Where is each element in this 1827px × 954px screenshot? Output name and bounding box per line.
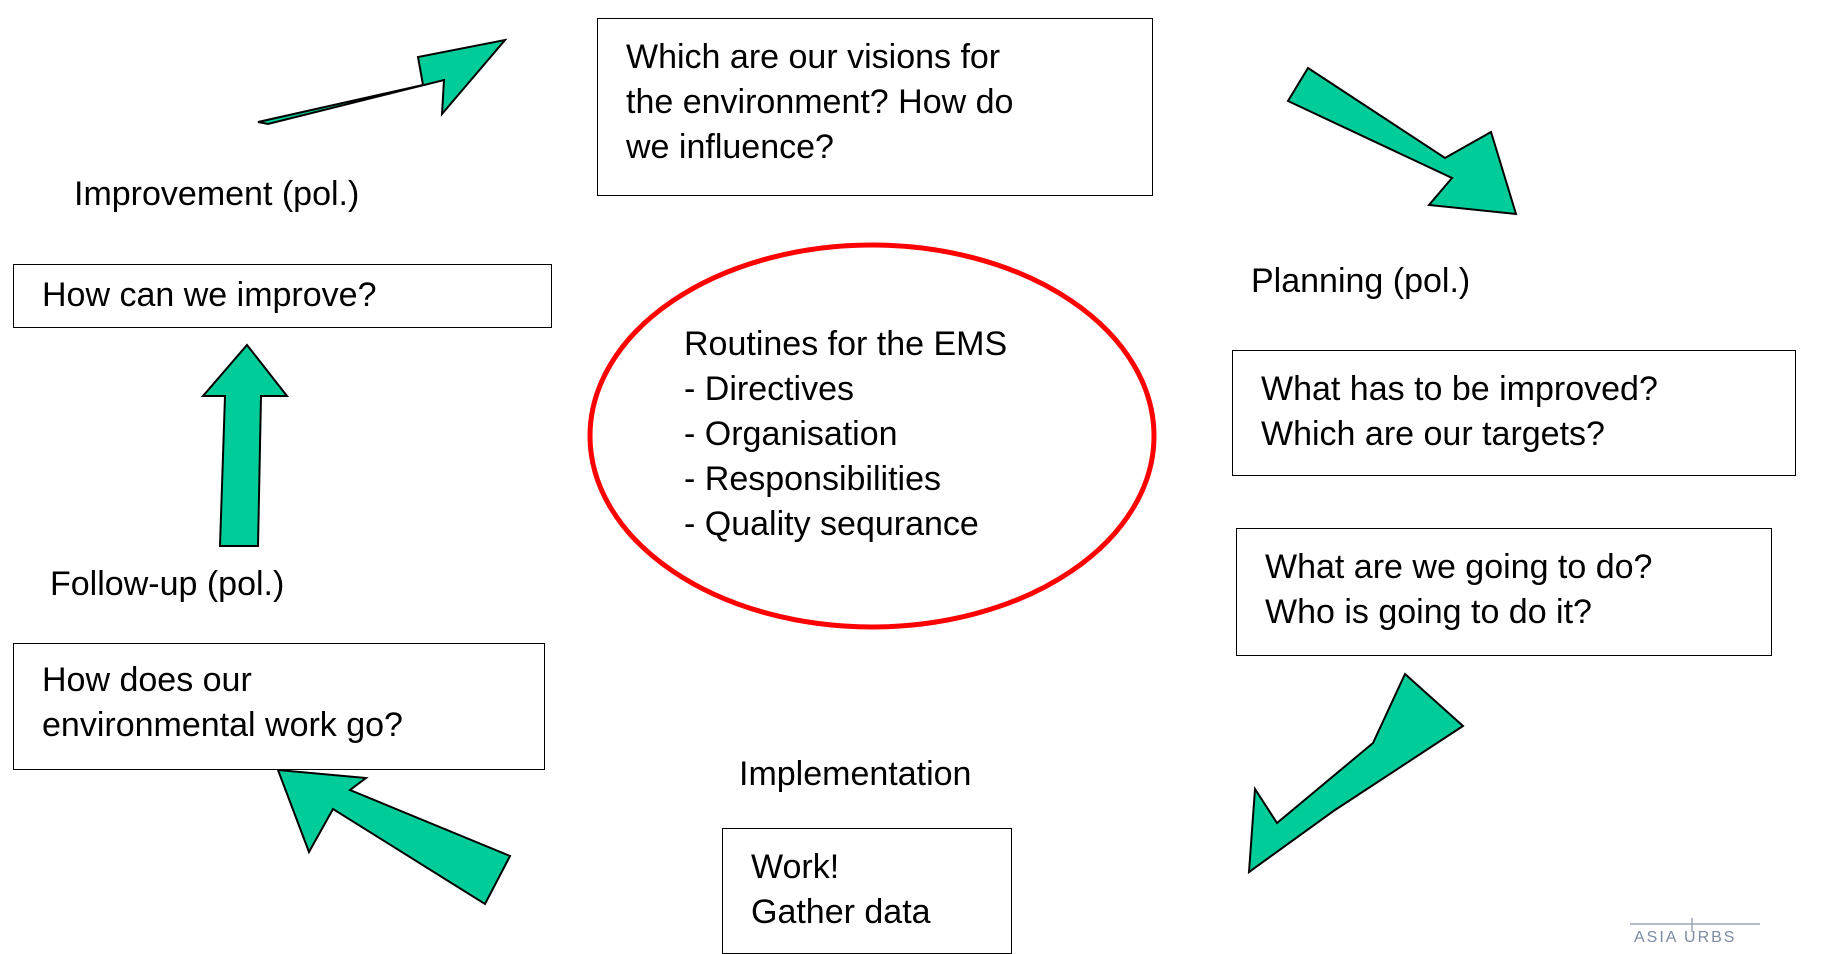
arrow-improvement-to-vision bbox=[257, 38, 508, 126]
routines-item-organisation: - Organisation bbox=[684, 415, 898, 453]
asia-urbs-logo: ASIA URBS bbox=[1630, 918, 1760, 946]
arrow-planning-to-implementation bbox=[1247, 672, 1465, 875]
targets-line-2: Which are our targets? bbox=[1261, 415, 1605, 453]
targets-line-1: What has to be improved? bbox=[1261, 370, 1658, 408]
routines-item-quality: - Quality sequrance bbox=[684, 505, 979, 543]
vision-line-2: the environment? How do bbox=[626, 83, 1014, 121]
environmental-work-box: How does our environmental work go? bbox=[13, 643, 545, 770]
actions-line-2: Who is going to do it? bbox=[1265, 593, 1592, 631]
routines-item-directives: - Directives bbox=[684, 370, 855, 408]
phase-planning: Planning (pol.) bbox=[1251, 262, 1471, 300]
routines-text: Routines for the EMS - Directives - Orga… bbox=[684, 322, 1007, 547]
routines-ellipse bbox=[587, 242, 1157, 630]
arrow-follow-up-to-improvement bbox=[200, 343, 290, 547]
work-line-1: Work! bbox=[751, 848, 840, 886]
improve-line-1: How can we improve? bbox=[42, 276, 377, 314]
targets-box: What has to be improved? Which are our t… bbox=[1232, 350, 1796, 476]
phase-improvement: Improvement (pol.) bbox=[74, 175, 360, 213]
environmental-work-line-2: environmental work go? bbox=[42, 706, 403, 744]
vision-line-3: we influence? bbox=[626, 128, 834, 166]
phase-follow-up: Follow-up (pol.) bbox=[50, 565, 285, 603]
vision-box: Which are our visions for the environmen… bbox=[597, 18, 1153, 196]
improve-box: How can we improve? bbox=[13, 264, 552, 328]
phase-implementation: Implementation bbox=[739, 755, 972, 793]
actions-box: What are we going to do? Who is going to… bbox=[1236, 528, 1772, 656]
vision-line-1: Which are our visions for bbox=[626, 38, 1001, 76]
environmental-work-line-1: How does our bbox=[42, 661, 252, 699]
work-line-2: Gather data bbox=[751, 893, 931, 931]
routines-item-responsibilities: - Responsibilities bbox=[684, 460, 941, 498]
arrow-implementation-to-follow-up bbox=[276, 768, 512, 906]
actions-line-1: What are we going to do? bbox=[1265, 548, 1653, 586]
routines-title: Routines for the EMS bbox=[684, 325, 1008, 363]
logo-text: ASIA URBS bbox=[1634, 929, 1736, 946]
work-box: Work! Gather data bbox=[722, 828, 1012, 954]
arrow-vision-to-planning bbox=[1286, 66, 1518, 216]
